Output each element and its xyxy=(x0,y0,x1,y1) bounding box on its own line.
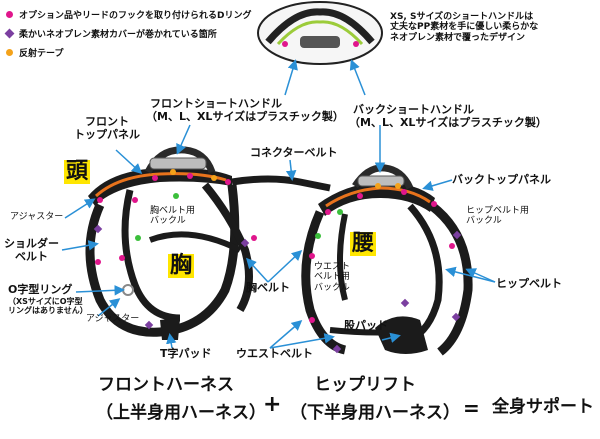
formula-line: フロントハーネス xyxy=(98,375,234,395)
waist-belt-buckle-label: ウエスト ベルト用 バックル xyxy=(314,262,350,293)
legend-text: オプション品やリードのフックを取り付けられるDリング xyxy=(19,11,252,21)
connector-belt-strap xyxy=(231,175,331,192)
connector-belt-label: コネクターベルト xyxy=(250,146,338,159)
label-line: ウエスト xyxy=(314,262,351,272)
back-top-panel-label: バックトップパネル xyxy=(452,173,551,186)
chest-belt-buckle-label: 胸ベルト用 バックル xyxy=(150,206,195,227)
adjuster-label-bottom: アジャスター xyxy=(86,314,140,324)
legend-item-neoprene: 柔かいネオプレン素材カバーが巻かれている箇所 xyxy=(4,27,217,40)
legend-item-reflective: 反射テープ xyxy=(6,46,63,59)
label-line: （XSサイズにO字型 xyxy=(8,296,83,306)
formula-line: ヒップリフト xyxy=(314,375,416,395)
head-label: 頭 xyxy=(64,159,91,185)
crotch-pad-label: 股パッド xyxy=(344,319,388,332)
handle-note-line: XS, Sサイズのショートハンドルは xyxy=(390,12,534,22)
legend-text: 反射テープ xyxy=(19,49,64,59)
label-line: フロントショートハンドル xyxy=(150,97,282,110)
chest-belt-label: 胸ベルト xyxy=(246,281,290,294)
hip-lift-title: ヒップリフト （下半身用ハーネス） xyxy=(290,375,460,423)
handle-note-line: ネオプレン素材で覆ったデザイン xyxy=(390,32,526,43)
label-line: バックル xyxy=(150,216,186,227)
label-line: バックショートハンドル xyxy=(353,103,474,116)
magenta-dot-icon xyxy=(6,11,13,18)
waist-belt-label: ウエストベルト xyxy=(236,347,313,360)
label-line: O字型リング xyxy=(8,283,73,296)
o-ring-label: O字型リング （XSサイズにO字型 リングはありません） xyxy=(8,283,88,315)
front-harness xyxy=(85,146,257,340)
front-harness-title: フロントハーネス （上半身用ハーネス） xyxy=(96,375,266,423)
callout-arrows xyxy=(61,59,496,349)
waist-label: 腰 xyxy=(350,231,377,257)
label-line: トップパネル xyxy=(74,127,140,141)
label-line: ベルト xyxy=(15,249,48,263)
label-line: ベルト用 xyxy=(314,272,351,283)
hip-belt-buckle-label: ヒップベルト用 バックル xyxy=(466,206,529,227)
shoulder-belt-label: ショルダー ベルト xyxy=(4,237,59,263)
legend-item-d-ring: オプション品やリードのフックを取り付けられるDリング xyxy=(6,8,251,21)
t-pad-label: T字パッド xyxy=(160,347,212,360)
orange-dot-icon xyxy=(6,49,13,56)
full-body-support-label: 全身サポート xyxy=(492,397,594,417)
front-short-handle-label: フロントショートハンドル （M、L、XLサイズはプラスチック製） xyxy=(146,97,344,123)
label-line: フロント xyxy=(85,115,129,128)
adjuster-label-top: アジャスター xyxy=(10,212,64,222)
label-line: バックル xyxy=(314,282,350,293)
chest-label: 胸 xyxy=(168,253,195,279)
label-line: 胸ベルト用 xyxy=(150,206,196,216)
handle-detail-inset xyxy=(257,1,383,65)
handle-note: XS, Sサイズのショートハンドルは 丈夫なPP素材を手に優しい柔らかな ネオプ… xyxy=(390,12,538,43)
label-line: （M、L、XLサイズはプラスチック製） xyxy=(349,115,547,129)
hip-belt-label: ヒップベルト xyxy=(496,277,562,290)
plus-sign: + xyxy=(263,392,282,417)
front-top-panel-label: フロント トップパネル xyxy=(74,115,140,141)
formula-line: （下半身用ハーネス） xyxy=(290,402,460,423)
back-short-handle-label: バックショートハンドル （M、L、XLサイズはプラスチック製） xyxy=(349,103,547,129)
equals-sign: = xyxy=(463,396,480,420)
purple-diamond-icon xyxy=(4,28,15,39)
label-line: （M、L、XLサイズはプラスチック製） xyxy=(146,109,344,123)
label-line: バックル xyxy=(466,216,502,227)
legend-text: 柔かいネオプレン素材カバーが巻かれている箇所 xyxy=(19,30,217,40)
label-line: ショルダー xyxy=(4,237,59,250)
label-line: ヒップベルト用 xyxy=(466,206,530,216)
hip-lift-harness xyxy=(301,164,473,356)
handle-note-line: 丈夫なPP素材を手に優しい柔らかな xyxy=(390,22,539,33)
formula-line: （上半身用ハーネス） xyxy=(96,402,266,423)
label-line: リングはありません） xyxy=(8,305,88,315)
